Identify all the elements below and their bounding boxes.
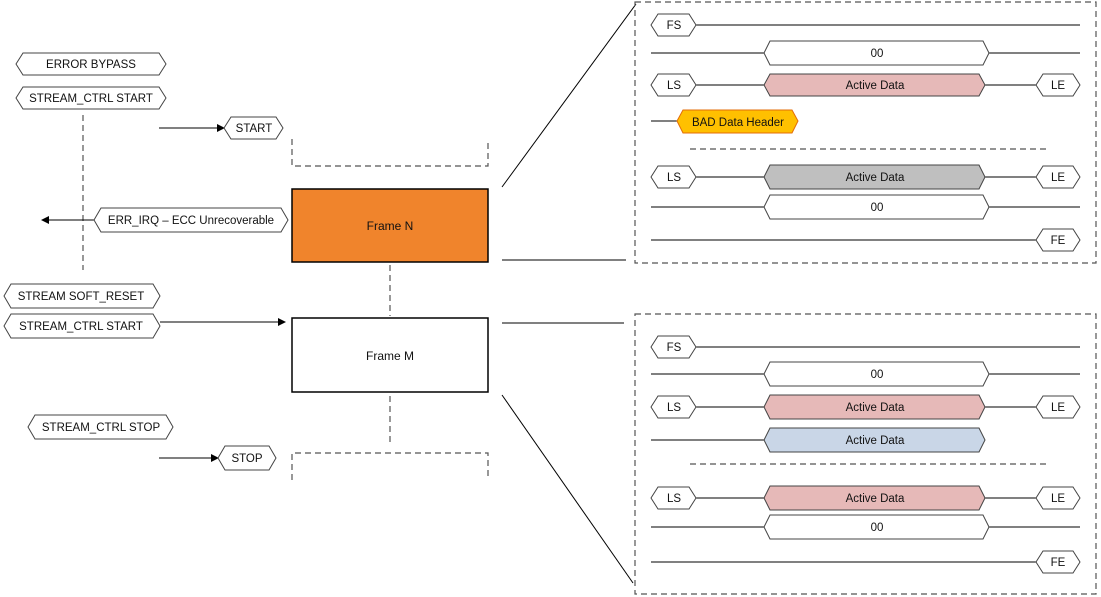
detail-panel-top: FS 00 LS Active Data LE BAD Data Header … [634, 1, 1097, 264]
data-00-text-top-a: 00 [871, 48, 884, 60]
ls-text-top-2: LS [667, 172, 681, 184]
err-irq-text: ERR_IRQ – ECC Unrecoverable [108, 215, 274, 227]
ls-text-top-1: LS [667, 80, 681, 92]
bad-data-header-text: BAD Data Header [692, 117, 784, 129]
start-text: START [236, 123, 273, 135]
active-data-bottom-2 [763, 427, 986, 453]
stream-soft-reset-text: STREAM SOFT_RESET [18, 291, 145, 303]
fe-packet-top [1035, 228, 1081, 252]
ls-text-bottom-1: LS [667, 402, 681, 414]
frame-n-top-bracket [291, 139, 489, 167]
active-data-top-2 [763, 164, 986, 190]
data-00-text-bottom-b: 00 [871, 522, 884, 534]
active-data-top-1 [763, 73, 986, 97]
le-text-top-1: LE [1051, 80, 1065, 92]
stream-ctrl-start-text-2: STREAM_CTRL START [19, 321, 143, 333]
start-label: START [223, 116, 284, 140]
active-data-text-top-1: Active Data [846, 80, 905, 92]
frame-m-bottom-bracket [291, 452, 489, 480]
fs-packet-top [650, 13, 697, 37]
le-packet-bottom-2 [1035, 486, 1081, 510]
frame-n-label: Frame N [367, 219, 414, 233]
le-text-top-2: LE [1051, 172, 1065, 184]
le-text-bottom-1: LE [1051, 402, 1065, 414]
le-packet-top-1 [1035, 73, 1081, 97]
ls-packet-bottom-1 [650, 395, 697, 419]
le-text-bottom-2: LE [1051, 493, 1065, 505]
fe-text-bottom: FE [1051, 557, 1066, 569]
data-00-bottom-a [763, 361, 990, 387]
active-data-text-top-2: Active Data [846, 172, 905, 184]
stream-ctrl-start-label-2: STREAM_CTRL START [3, 313, 161, 339]
data-00-text-bottom-a: 00 [871, 369, 884, 381]
ls-packet-top-2 [650, 165, 697, 189]
fe-packet-bottom [1035, 550, 1081, 574]
detail-panel-bottom: FS 00 LS Active Data LE Active Data LS A… [634, 313, 1097, 595]
err-irq-label: ERR_IRQ – ECC Unrecoverable [93, 207, 289, 233]
active-data-text-bottom-3: Active Data [846, 493, 905, 505]
frame-n-rect [291, 188, 489, 263]
stream-ctrl-start-text-1: STREAM_CTRL START [29, 93, 153, 105]
stream-ctrl-stop-text: STREAM_CTRL STOP [42, 422, 161, 434]
data-00-text-top-b: 00 [871, 202, 884, 214]
data-00-bottom-b [763, 514, 990, 540]
ls-packet-bottom-2 [650, 486, 697, 510]
le-packet-top-2 [1035, 165, 1081, 189]
active-data-bottom-1 [763, 394, 986, 420]
frame-m-label: Frame M [366, 349, 414, 363]
frame-m-box: Frame M [291, 317, 489, 393]
stream-ctrl-stop-label: STREAM_CTRL STOP [27, 414, 174, 440]
active-data-text-bottom-1: Active Data [846, 402, 905, 414]
stop-text: STOP [231, 453, 262, 465]
fs-text-top: FS [667, 20, 682, 32]
error-bypass-label: ERROR BYPASS [15, 52, 167, 76]
stream-ctrl-start-label-1: STREAM_CTRL START [15, 86, 167, 110]
zoom-lines-frame-m [501, 322, 634, 584]
fs-text-bottom: FS [667, 342, 682, 354]
active-data-bottom-3 [763, 485, 986, 511]
data-00-top-b [763, 194, 990, 220]
zoom-lines-frame-n [501, 3, 637, 261]
frame-n-box: Frame N [291, 188, 489, 263]
stream-soft-reset-label: STREAM SOFT_RESET [3, 283, 161, 309]
ls-packet-top-1 [650, 73, 697, 97]
fs-packet-bottom [650, 335, 697, 359]
data-00-top-a [763, 40, 990, 66]
bad-data-header [676, 109, 799, 134]
active-data-text-bottom-2: Active Data [846, 435, 905, 447]
ls-text-bottom-2: LS [667, 493, 681, 505]
le-packet-bottom-1 [1035, 395, 1081, 419]
error-bypass-text: ERROR BYPASS [46, 59, 136, 71]
fe-text-top: FE [1051, 235, 1066, 247]
stop-label: STOP [217, 445, 277, 471]
